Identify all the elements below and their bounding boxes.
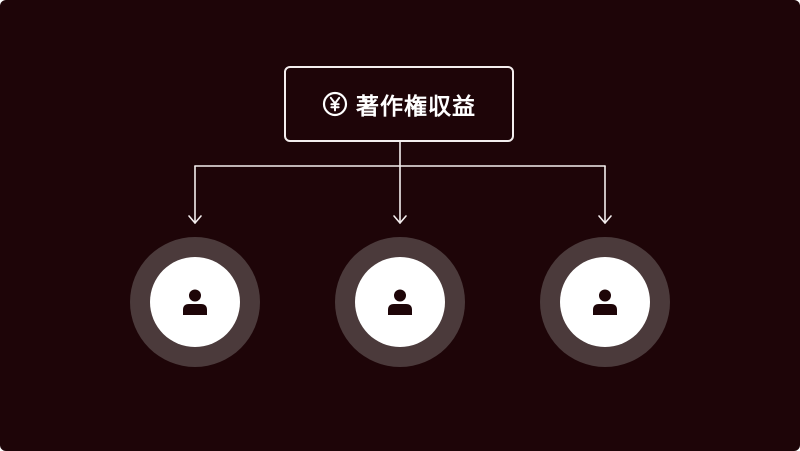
recipient-node — [130, 237, 260, 367]
arrowhead-left — [188, 215, 202, 224]
arrowhead-center — [393, 215, 407, 224]
recipient-circle — [355, 257, 445, 347]
person-icon — [388, 289, 412, 315]
arrowhead-right — [598, 215, 612, 224]
royalty-source-box: 著作権収益 — [284, 66, 514, 142]
recipient-circle — [560, 257, 650, 347]
yen-icon — [322, 91, 348, 117]
recipient-node — [335, 237, 465, 367]
source-label: 著作権収益 — [356, 94, 476, 120]
person-icon — [593, 289, 617, 315]
recipient-node — [540, 237, 670, 367]
recipient-circle — [150, 257, 240, 347]
person-icon — [183, 289, 207, 315]
